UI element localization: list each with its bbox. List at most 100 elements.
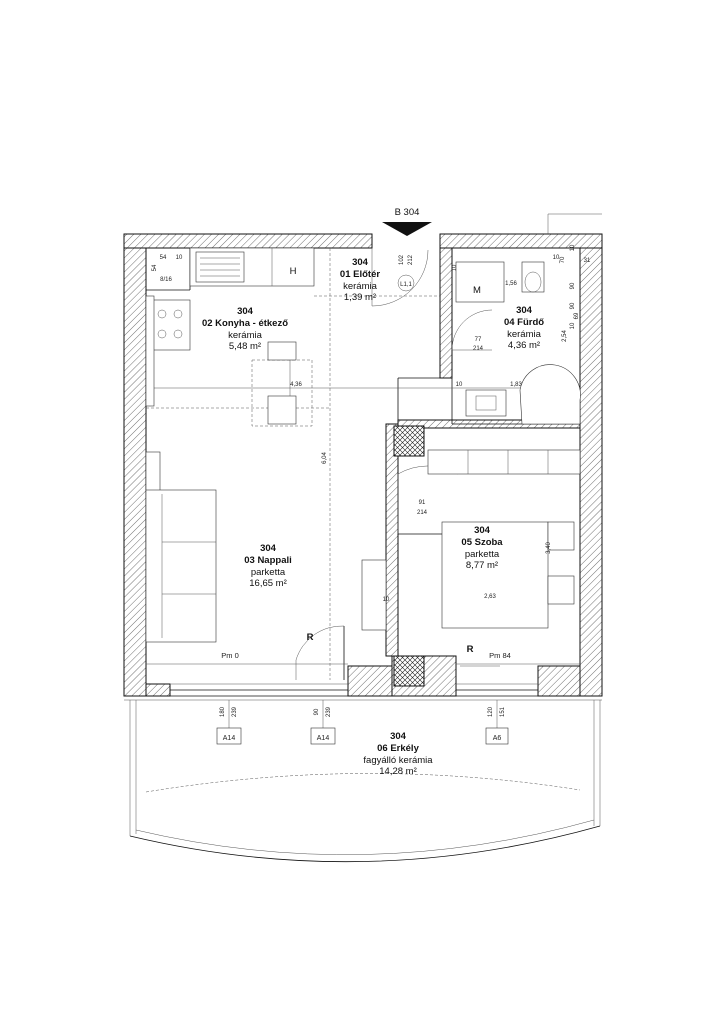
nightstand-bottom [547, 575, 575, 605]
dim-90: 90 [570, 282, 576, 289]
window-tag-1 [216, 727, 242, 745]
room-name: 01 Előtér [340, 269, 380, 280]
room-label-nappali: 304 03 Nappali parketta 16,65 m² [244, 543, 292, 589]
living: FC R [145, 451, 345, 680]
toilet [521, 261, 545, 293]
balcony-door-swing [295, 625, 345, 680]
radiator-left-label: R [307, 632, 314, 643]
dim-w151: 151 [500, 706, 506, 717]
room-label-erkely: 304 06 Erkély fagyálló kerámia 14,28 m² [363, 731, 433, 777]
room-label-konyha: 304 02 Konyha - étkező kerámia 5,48 m² [202, 306, 288, 352]
dim-w180: 180 [220, 706, 226, 717]
shower [519, 364, 581, 425]
wall-bottom-b [347, 665, 393, 697]
room-label-szoba: 304 05 Szoba parketta 8,77 m² [461, 525, 503, 571]
dim-10f: 10 [456, 382, 463, 388]
window-tag-1-label: A14 [223, 735, 236, 742]
rail-top-right [547, 213, 602, 234]
bath-sink-basin-icon [475, 395, 497, 411]
shaft-top [393, 425, 425, 457]
room-area: 8,77 m² [466, 560, 498, 571]
wall-bottom-d [537, 665, 581, 697]
room-name: 02 Konyha - étkező [202, 318, 288, 329]
cooktop [149, 299, 191, 351]
room-material: parketta [465, 549, 500, 560]
room-number: 304 [352, 257, 369, 268]
wall-bottom-a [145, 683, 171, 697]
dim-kitchen-width: 4,36 [290, 382, 302, 388]
room-material: kerámia [343, 281, 378, 292]
room-area: 14,28 m² [379, 766, 417, 777]
dim-69: 69 [574, 312, 580, 319]
walls [123, 233, 603, 697]
kitchen-side-counter [145, 295, 155, 407]
dim-70: 70 [560, 256, 566, 263]
room-area: 16,65 m² [249, 578, 287, 589]
dim-54: 54 [160, 255, 167, 261]
dimensions: 4,36 6,04 1,83 2,54 2,63 3,40 54 10 54 8… [152, 244, 591, 717]
window-tag-2 [310, 727, 336, 745]
level-mark-right: Pm 84 [489, 651, 511, 660]
washer-box [455, 261, 505, 303]
dim-90b: 90 [570, 302, 576, 309]
toilet-bowl-icon [524, 271, 542, 293]
room-number: 304 [474, 525, 491, 536]
room-name: 06 Erkély [377, 743, 419, 754]
desk [361, 559, 387, 631]
window-tag-2-label: A14 [317, 735, 330, 742]
room-area: 1,39 m² [344, 292, 376, 303]
room-label-eloter: 304 01 Előtér kerámia 1,39 m² [340, 257, 380, 303]
kitchen-sink [195, 251, 245, 283]
bath-sink [465, 389, 507, 417]
wall-right [579, 247, 603, 697]
wall-left [123, 247, 147, 697]
chair-top [267, 341, 297, 361]
room-name: 04 Fürdő [504, 317, 544, 328]
dim-room-h: 3,40 [546, 542, 552, 554]
radiator-right-label: R [467, 644, 474, 655]
dim-91: 91 [419, 500, 426, 506]
dim-bath-h: 2,54 [562, 330, 568, 342]
wall-top-left [123, 233, 373, 249]
room-material: kerámia [507, 329, 542, 340]
dim-212: 212 [408, 254, 414, 265]
dim-54b: 54 [152, 264, 158, 271]
dim-room-width: 2,63 [484, 594, 496, 600]
room-material: fagyálló kerámia [363, 755, 433, 766]
balcony-edge [129, 825, 601, 863]
room-label-furdo: 304 04 Fürdő kerámia 4,36 m² [504, 305, 544, 351]
dim-w90: 90 [314, 708, 320, 715]
cooktop-burner-icon [157, 309, 183, 339]
section-arrow-icon [382, 222, 432, 236]
dim-10e: 10 [452, 264, 458, 271]
dim-10a: 10 [176, 255, 183, 261]
dim-214a: 214 [473, 346, 484, 352]
room-name: 05 Szoba [461, 537, 503, 548]
wall-room-left [385, 423, 399, 657]
balcony [124, 695, 602, 863]
room-area: 4,36 m² [508, 340, 540, 351]
room-material: parketta [251, 567, 286, 578]
dim-77: 77 [475, 337, 482, 343]
dim-bath-width: 1,83 [510, 382, 522, 388]
bed [441, 521, 549, 629]
dim-10d: 10 [570, 322, 576, 329]
entry-door-swing [371, 248, 429, 307]
entry-door: L1,1 [371, 248, 429, 307]
bath-door-swing [451, 309, 493, 351]
room-number: 304 [390, 731, 407, 742]
l11-label: L1,1 [400, 282, 412, 288]
room-number: 304 [237, 306, 254, 317]
level-mark-left: Pm 0 [221, 651, 239, 660]
wall-bath-left [439, 247, 453, 379]
wardrobe [427, 449, 581, 475]
section-mark: B 304 [382, 207, 432, 236]
room-number: 304 [260, 543, 277, 554]
bedroom: R [361, 449, 581, 667]
room-name: 03 Nappali [244, 555, 292, 566]
bathroom: M [451, 261, 581, 425]
kitchen: H [145, 247, 315, 427]
dim-156: 1,56 [505, 281, 517, 287]
dim-10b: 10 [553, 255, 560, 261]
